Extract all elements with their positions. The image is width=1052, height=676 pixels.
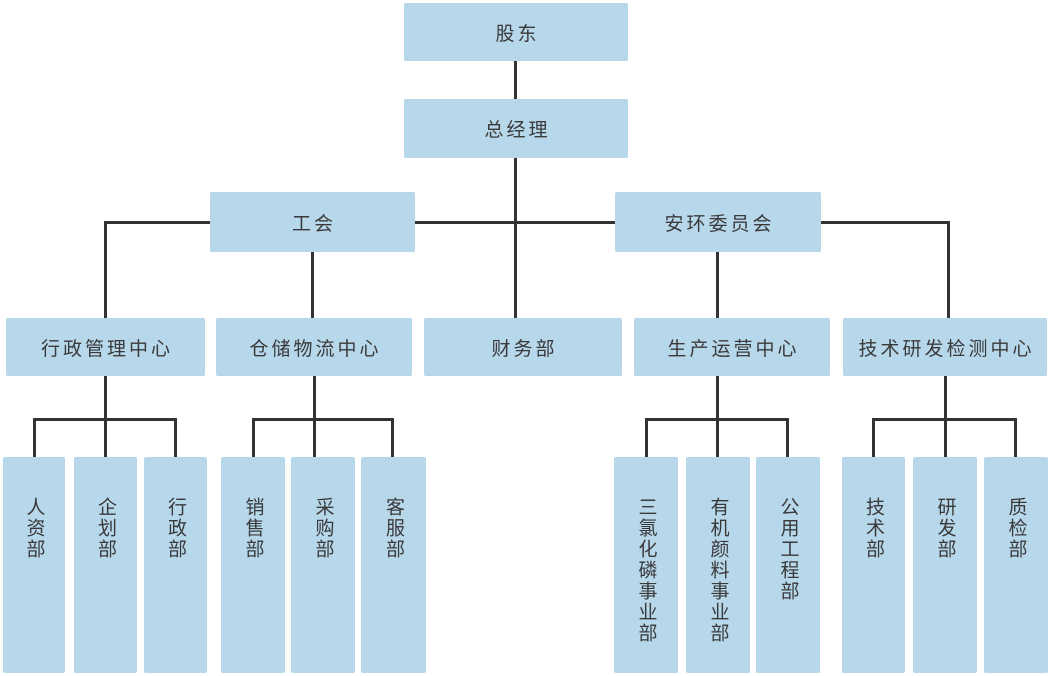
node-warehouse-logistics-center: 仓储物流中心 (216, 318, 412, 376)
node-label: 有机颜料事业部 (707, 497, 729, 644)
node-rd-dept: 研发部 (913, 457, 977, 673)
node-label: 技术部 (863, 497, 884, 560)
node-hr-dept: 人资部 (3, 457, 65, 673)
node-purchasing-dept: 采购部 (291, 457, 355, 673)
connector-production-drop-right (786, 418, 789, 457)
node-label: 行政部 (165, 497, 186, 560)
node-admin-mgmt-center: 行政管理中心 (6, 318, 205, 376)
node-organic-pigment-bu: 有机颜料事业部 (686, 457, 750, 673)
connector-tech-stem (944, 375, 947, 457)
connector-warehouse-bar (252, 418, 394, 421)
connector-admin-bar (33, 418, 177, 421)
node-label: 企划部 (95, 497, 116, 560)
connector-down-admin-center (104, 221, 107, 319)
connector-warehouse-drop-right (391, 418, 394, 457)
node-labor-union: 工会 (210, 192, 415, 252)
connector-main-horizontal (104, 221, 950, 224)
node-label: 三氯化磷事业部 (635, 497, 657, 644)
node-label: 销售部 (242, 497, 264, 560)
connector-production-drop-left (645, 418, 648, 457)
connector-warehouse-stem (313, 375, 316, 457)
node-tech-rd-testing-center: 技术研发检测中心 (843, 318, 1047, 376)
node-technology-dept: 技术部 (842, 457, 905, 673)
connector-tech-bar (872, 418, 1017, 421)
node-shareholders: 股东 (404, 3, 628, 61)
connector-tech-drop-right (1014, 418, 1017, 457)
connector-tech-drop-left (872, 418, 875, 457)
node-general-manager: 总经理 (404, 99, 628, 158)
node-quality-inspection-dept: 质检部 (984, 457, 1048, 673)
connector-production-stem (716, 375, 719, 457)
connector-union-warehouse (311, 251, 314, 319)
node-customer-service-dept: 客服部 (361, 457, 426, 673)
node-label: 客服部 (383, 497, 404, 560)
connector-admin-drop-right (174, 418, 177, 457)
connector-down-tech-center (947, 221, 950, 319)
node-sales-dept: 销售部 (221, 457, 285, 673)
connector-warehouse-drop-left (252, 418, 255, 457)
connector-admin-drop-left (33, 418, 36, 457)
node-utilities-engineering-dept: 公用工程部 (756, 457, 820, 673)
connector-admin-stem (104, 375, 107, 457)
connector-committee-production (716, 251, 719, 319)
node-label: 人资部 (23, 497, 45, 560)
node-safety-env-committee: 安环委员会 (615, 192, 821, 252)
node-admin-dept: 行政部 (144, 457, 207, 673)
connector-gm-finance (514, 157, 517, 319)
connector-shareholders-gm (514, 61, 517, 101)
node-planning-dept: 企划部 (74, 457, 137, 673)
node-finance-dept: 财务部 (424, 318, 622, 376)
node-label: 研发部 (934, 497, 956, 560)
node-label: 采购部 (312, 497, 334, 560)
node-production-ops-center: 生产运营中心 (634, 318, 830, 376)
connector-production-bar (645, 418, 789, 421)
node-label: 公用工程部 (777, 497, 799, 602)
node-label: 质检部 (1005, 497, 1027, 560)
node-phosphorus-trichloride-bu: 三氯化磷事业部 (614, 457, 678, 673)
